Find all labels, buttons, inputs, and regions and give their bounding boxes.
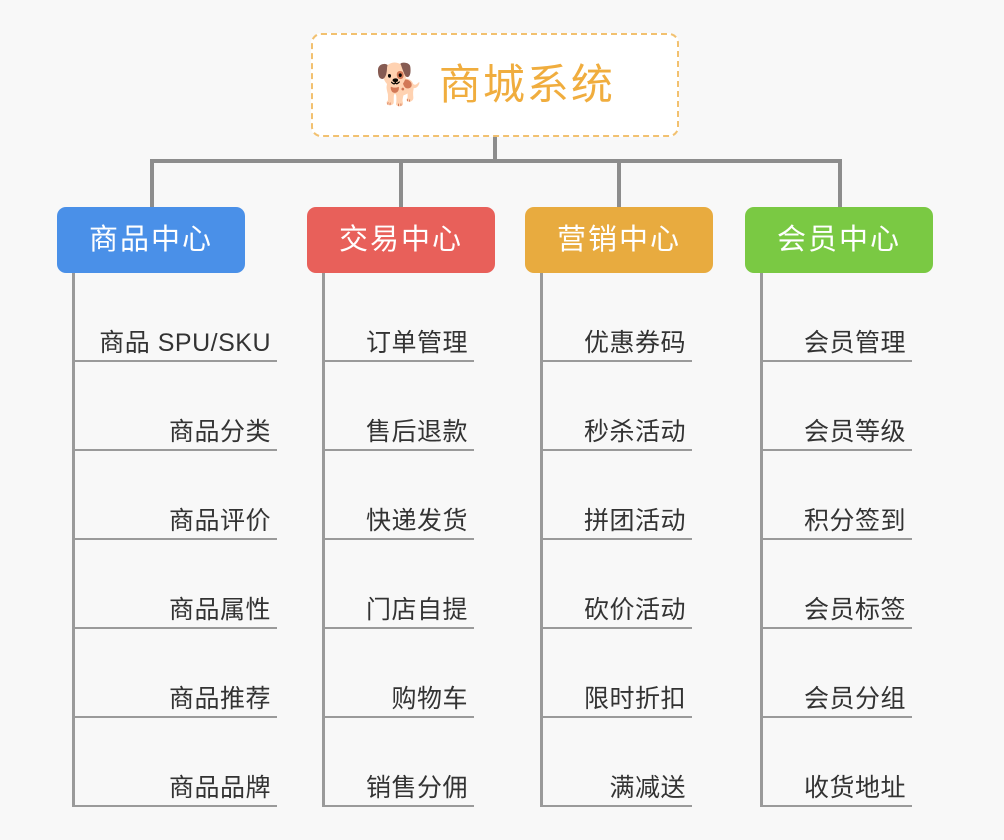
category-title: 营销中心 [556,223,681,256]
list-item[interactable]: 拼团活动 [540,451,692,540]
leaf-label: 会员等级 [803,418,906,447]
list-item[interactable]: 砍价活动 [540,540,692,629]
list-item[interactable]: 限时折扣 [540,629,692,718]
column-spine [540,273,543,807]
leaf-label: 售后退款 [365,418,468,447]
leaf-label: 销售分佣 [365,774,468,803]
list-item[interactable]: 会员管理 [760,273,912,362]
list-item[interactable]: 优惠券码 [540,273,692,362]
leaf-label: 订单管理 [365,329,468,358]
leaf-label: 商品评价 [168,507,271,536]
list-item[interactable]: 购物车 [322,629,474,718]
list-item[interactable]: 售后退款 [322,362,474,451]
list-item[interactable]: 商品品牌 [72,718,277,807]
list-item[interactable]: 收货地址 [760,718,912,807]
list-item[interactable]: 商品评价 [72,451,277,540]
leaf-list-product-center: 商品 SPU/SKU 商品分类 商品评价 商品属性 商品推荐 商品品牌 [72,273,277,807]
list-item[interactable]: 商品分类 [72,362,277,451]
list-item[interactable]: 满减送 [540,718,692,807]
leaf-label: 会员管理 [803,329,906,358]
connector-drop-1 [150,159,154,209]
column-spine [322,273,325,807]
leaf-label: 商品 SPU/SKU [99,329,271,358]
leaf-list-trade-center: 订单管理 售后退款 快递发货 门店自提 购物车 销售分佣 [322,273,474,807]
list-item[interactable]: 积分签到 [760,451,912,540]
list-item[interactable]: 会员标签 [760,540,912,629]
category-header-product-center[interactable]: 商品中心 [57,207,245,273]
leaf-label: 秒杀活动 [583,418,686,447]
connector-drop-4 [838,159,842,209]
category-column-marketing-center: 营销中心 优惠券码 秒杀活动 拼团活动 砍价活动 限时折扣 满减送 [525,207,713,807]
list-item[interactable]: 会员等级 [760,362,912,451]
leaf-label: 优惠券码 [583,329,686,358]
leaf-label: 限时折扣 [583,685,686,714]
leaf-label: 收货地址 [803,774,906,803]
leaf-label: 商品属性 [168,596,271,625]
root-node[interactable]: 🐕 商城系统 [311,33,679,137]
list-item[interactable]: 订单管理 [322,273,474,362]
category-header-member-center[interactable]: 会员中心 [745,207,933,273]
shiba-dog-icon: 🐕 [375,63,425,107]
leaf-list-marketing-center: 优惠券码 秒杀活动 拼团活动 砍价活动 限时折扣 满减送 [540,273,692,807]
category-title: 商品中心 [88,223,213,256]
connector-drop-2 [399,159,403,209]
list-item[interactable]: 快递发货 [322,451,474,540]
leaf-label: 商品分类 [168,418,271,447]
list-item[interactable]: 销售分佣 [322,718,474,807]
list-item[interactable]: 商品推荐 [72,629,277,718]
category-header-trade-center[interactable]: 交易中心 [307,207,495,273]
list-item[interactable]: 商品 SPU/SKU [72,273,277,362]
leaf-label: 商品品牌 [168,774,271,803]
leaf-label: 购物车 [391,685,468,714]
connector-drop-3 [617,159,621,209]
connector-horizontal-bar [150,159,842,163]
leaf-label: 会员标签 [803,596,906,625]
leaf-label: 会员分组 [803,685,906,714]
root-title: 商城系统 [438,61,615,108]
category-column-member-center: 会员中心 会员管理 会员等级 积分签到 会员标签 会员分组 收货地址 [745,207,933,807]
leaf-label: 满减送 [609,774,686,803]
list-item[interactable]: 会员分组 [760,629,912,718]
leaf-label: 快递发货 [365,507,468,536]
category-title: 交易中心 [338,223,463,256]
leaf-label: 门店自提 [365,596,468,625]
leaf-label: 商品推荐 [168,685,271,714]
list-item[interactable]: 商品属性 [72,540,277,629]
category-column-product-center: 商品中心 商品 SPU/SKU 商品分类 商品评价 商品属性 商品推荐 商品品牌 [57,207,277,807]
list-item[interactable]: 门店自提 [322,540,474,629]
leaf-label: 积分签到 [803,507,906,536]
category-title: 会员中心 [776,223,901,256]
leaf-label: 砍价活动 [583,596,686,625]
column-spine [760,273,763,807]
leaf-label: 拼团活动 [583,507,686,536]
list-item[interactable]: 秒杀活动 [540,362,692,451]
category-header-marketing-center[interactable]: 营销中心 [525,207,713,273]
leaf-list-member-center: 会员管理 会员等级 积分签到 会员标签 会员分组 收货地址 [760,273,912,807]
column-spine [72,273,75,807]
connector-root-stem [493,137,497,162]
category-column-trade-center: 交易中心 订单管理 售后退款 快递发货 门店自提 购物车 销售分佣 [307,207,495,807]
